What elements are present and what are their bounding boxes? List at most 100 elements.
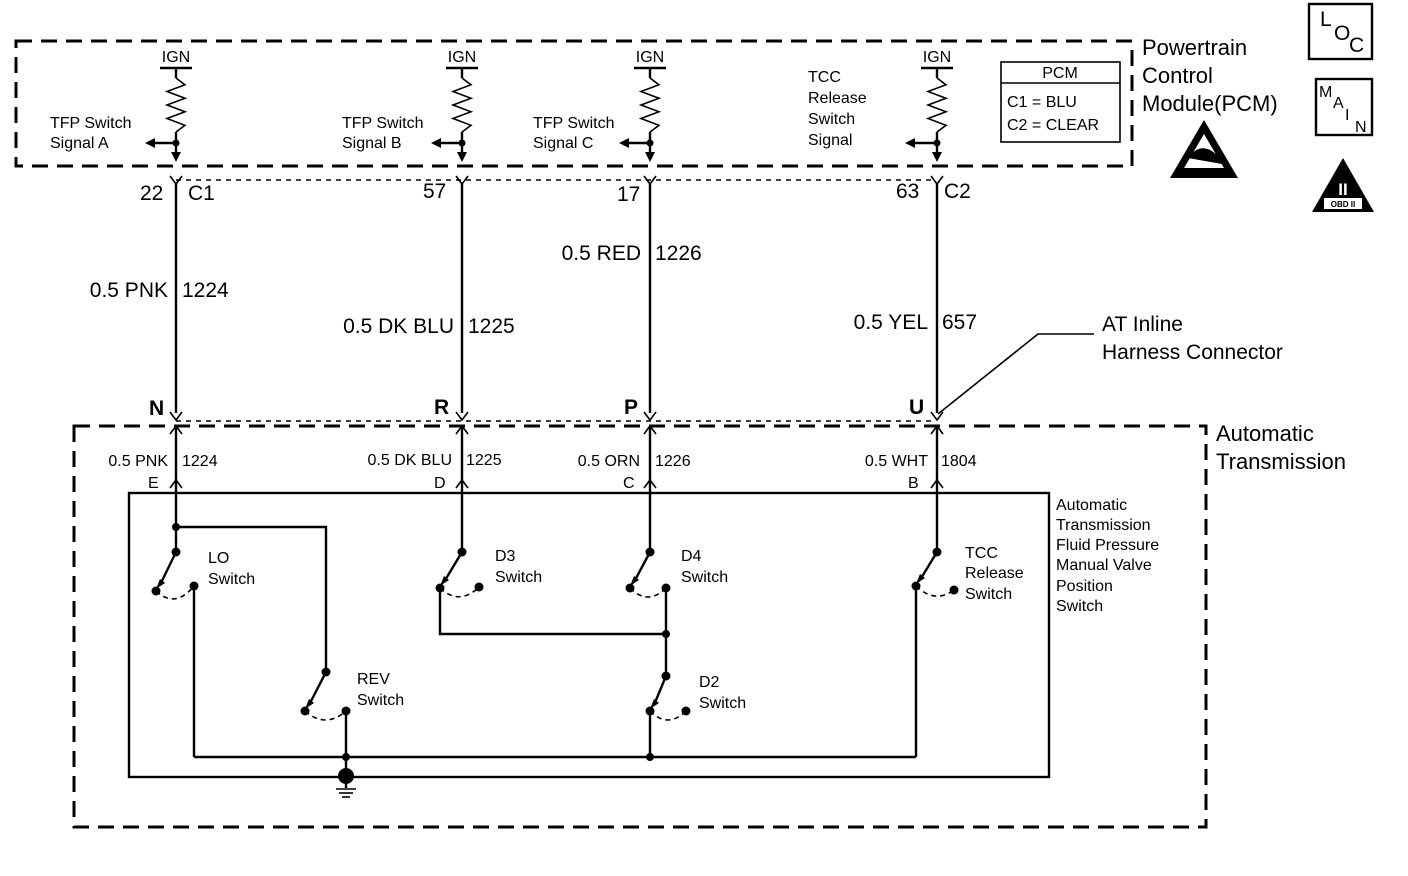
svg-text:O: O bbox=[1334, 22, 1350, 45]
wire-label-yel: 0.5 YEL bbox=[854, 311, 928, 334]
trans-wire-pnk: 0.5 PNK bbox=[108, 453, 168, 470]
obd-ii-icon: II OBD II bbox=[1312, 158, 1374, 212]
pcm-table-row-c1: C1 = BLU bbox=[1007, 94, 1077, 111]
signal-b-pullup: IGN bbox=[431, 49, 478, 162]
svg-text:OBD II: OBD II bbox=[1331, 200, 1355, 209]
signal-c-label-line1: TFP Switch bbox=[533, 115, 615, 132]
tcc-switch-symbol bbox=[911, 547, 959, 597]
wire-label-red: 0.5 RED bbox=[562, 242, 641, 265]
wire-1226 bbox=[643, 175, 657, 493]
pcm-title-line1: Powertrain bbox=[1142, 35, 1247, 60]
wire-657 bbox=[930, 175, 944, 493]
signal-a-label-line1: TFP Switch bbox=[50, 115, 132, 132]
pcm-table-row-c2: C2 = CLEAR bbox=[1007, 117, 1099, 134]
svg-text:II: II bbox=[1338, 180, 1347, 199]
pin-63: 63 bbox=[896, 180, 919, 203]
assembly-label-line6: Switch bbox=[1056, 598, 1103, 615]
transmission-boundary bbox=[72, 424, 1208, 829]
junction-dot bbox=[662, 630, 670, 638]
pcm-title-line2: Control bbox=[1142, 63, 1213, 88]
trans-wire-wht: 0.5 WHT bbox=[865, 453, 928, 470]
circuit-657: 657 bbox=[942, 311, 977, 334]
connector-c1: C1 bbox=[188, 182, 215, 205]
wire-label-dk-blu: 0.5 DK BLU bbox=[343, 315, 454, 338]
d4-switch-label-line1: D4 bbox=[681, 548, 702, 565]
lo-switch-symbol bbox=[151, 547, 199, 600]
rev-switch-label-line1: REV bbox=[357, 671, 390, 688]
inline-pin-n: N bbox=[149, 397, 164, 420]
wire-label-pnk: 0.5 PNK bbox=[90, 279, 168, 302]
wire-1225 bbox=[455, 175, 469, 493]
transmission-label-line1: Automatic bbox=[1216, 421, 1314, 446]
tcc-signal-pullup: IGN bbox=[905, 49, 953, 162]
pcm-connector-table: PCM C1 = BLU C2 = CLEAR bbox=[1000, 61, 1121, 143]
pin-17: 17 bbox=[617, 183, 640, 206]
assembly-label-line3: Fluid Pressure bbox=[1056, 537, 1159, 554]
trans-circuit-1226: 1226 bbox=[655, 453, 691, 470]
junction-dot bbox=[646, 753, 654, 761]
ign-label: IGN bbox=[448, 49, 476, 66]
d2-switch-label-line1: D2 bbox=[699, 674, 720, 691]
trans-circuit-1224: 1224 bbox=[182, 453, 218, 470]
assembly-label-line1: Automatic bbox=[1056, 497, 1127, 514]
switch-internal-wiring bbox=[174, 493, 939, 774]
pcm-title-line3: Module(PCM) bbox=[1142, 91, 1278, 116]
loc-icon: L O C bbox=[1307, 2, 1374, 61]
switch-pin-e: E bbox=[148, 475, 159, 492]
signal-tcc-label-line3: Switch bbox=[808, 111, 855, 128]
svg-text:A: A bbox=[1333, 95, 1344, 112]
inline-pin-p: P bbox=[624, 396, 638, 419]
tcc-switch-label-line1: TCC bbox=[965, 545, 998, 562]
connector-c2: C2 bbox=[944, 180, 971, 203]
switch-assembly-box bbox=[127, 491, 1051, 779]
switch-pin-c: C bbox=[623, 475, 635, 492]
circuit-1224: 1224 bbox=[182, 279, 229, 302]
signal-c-pullup: IGN bbox=[619, 49, 666, 162]
inline-pin-r: R bbox=[434, 396, 449, 419]
circuit-1226: 1226 bbox=[655, 242, 702, 265]
ign-label: IGN bbox=[636, 49, 664, 66]
signal-a-pullup: IGN bbox=[145, 49, 192, 162]
tcc-switch-label-line2: Release bbox=[965, 565, 1024, 582]
svg-text:I: I bbox=[1345, 107, 1349, 124]
ign-label: IGN bbox=[923, 49, 951, 66]
main-icon: M A I N bbox=[1314, 77, 1374, 137]
d3-switch-label-line2: Switch bbox=[495, 569, 542, 586]
svg-text:C: C bbox=[1349, 34, 1364, 57]
d4-switch-label-line2: Switch bbox=[681, 569, 728, 586]
assembly-label-line4: Manual Valve bbox=[1056, 557, 1152, 574]
esd-sensitive-icon bbox=[1170, 120, 1238, 178]
trans-circuit-1225: 1225 bbox=[466, 452, 502, 469]
signal-c-label-line2: Signal C bbox=[533, 135, 593, 152]
rev-switch-symbol bbox=[300, 667, 351, 721]
pin-22: 22 bbox=[140, 182, 163, 205]
ign-label: IGN bbox=[162, 49, 190, 66]
signal-a-label-line2: Signal A bbox=[50, 135, 109, 152]
signal-b-label-line2: Signal B bbox=[342, 135, 402, 152]
switch-pin-b: B bbox=[908, 475, 919, 492]
tcc-switch-label-line3: Switch bbox=[965, 586, 1012, 603]
trans-wire-dk-blu: 0.5 DK BLU bbox=[368, 452, 452, 469]
junction-dot bbox=[342, 753, 350, 761]
d4-switch-symbol bbox=[625, 547, 671, 598]
inline-connector-label-line1: AT Inline bbox=[1102, 313, 1183, 336]
lo-switch-label-line2: Switch bbox=[208, 571, 255, 588]
circuit-1225: 1225 bbox=[468, 315, 515, 338]
svg-text:N: N bbox=[1355, 119, 1367, 136]
ground-icon bbox=[336, 768, 356, 798]
signal-tcc-label-line2: Release bbox=[808, 90, 867, 107]
trans-circuit-1804: 1804 bbox=[941, 453, 977, 470]
assembly-label-line5: Position bbox=[1056, 578, 1113, 595]
pin-57: 57 bbox=[423, 180, 446, 203]
svg-text:M: M bbox=[1319, 84, 1332, 101]
rev-switch-label-line2: Switch bbox=[357, 692, 404, 709]
inline-connector-label-line2: Harness Connector bbox=[1102, 341, 1283, 364]
lo-switch-label-line1: LO bbox=[208, 550, 229, 567]
d2-switch-symbol bbox=[645, 671, 691, 721]
pcm-boundary bbox=[14, 39, 1134, 168]
signal-tcc-label-line4: Signal bbox=[808, 132, 852, 149]
signal-b-label-line1: TFP Switch bbox=[342, 115, 424, 132]
inline-pin-u: U bbox=[909, 396, 924, 419]
trans-wire-orn: 0.5 ORN bbox=[578, 453, 640, 470]
